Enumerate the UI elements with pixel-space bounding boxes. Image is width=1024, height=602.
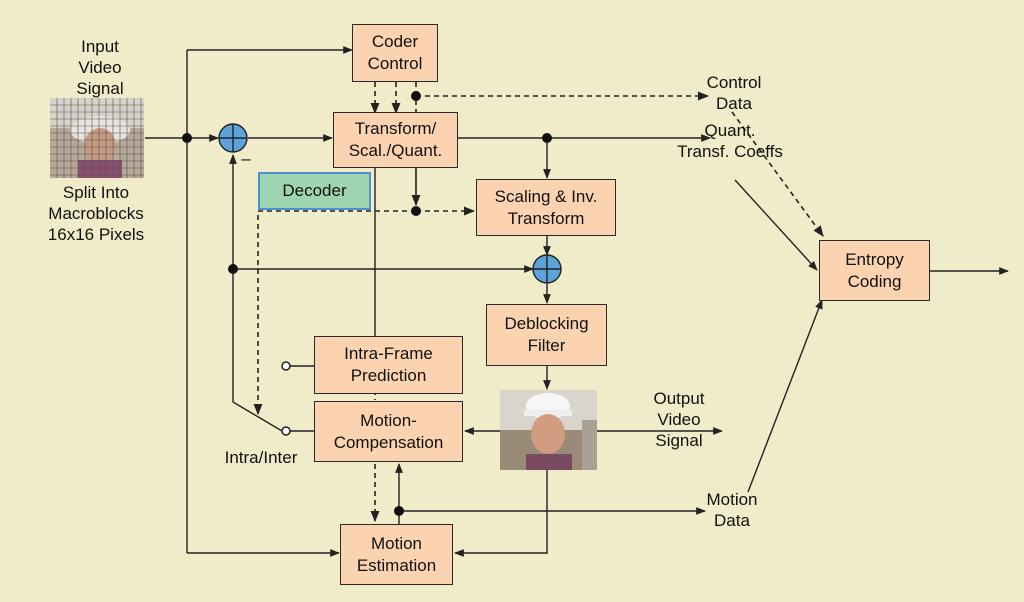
junction-feedback — [228, 264, 238, 274]
junction-decoder — [411, 206, 421, 216]
dash-to-switch — [253, 210, 416, 416]
coder-control-block: Coder Control — [352, 24, 438, 82]
summing-node-icon — [218, 123, 248, 153]
dash-control-to-entropy — [731, 111, 824, 237]
wire-prediction-feedback — [229, 154, 283, 432]
hard-hat-worker-image — [500, 390, 597, 470]
decoder-block: Decoder — [258, 172, 371, 210]
intra-frame-prediction-block: Intra-Frame Prediction — [314, 336, 463, 394]
control-data-label: Control Data — [706, 73, 762, 113]
intra-inter-label: Intra/Inter — [224, 448, 298, 467]
face-macroblock-grid-image — [50, 98, 144, 178]
junction-coeffs — [542, 133, 552, 143]
wire-coeffs-to-entropy — [734, 179, 818, 271]
output-video-signal-label: Output Video Signal — [653, 389, 705, 450]
switch-terminal-icon — [281, 361, 291, 371]
junction-input — [182, 133, 192, 143]
summing-node-icon — [532, 254, 562, 284]
minus-sign-label: – — [241, 149, 251, 168]
input-video-signal-label: Input Video Signal — [76, 37, 124, 98]
deblocking-filter-block: Deblocking Filter — [486, 304, 607, 366]
quant-transf-coeffs-label: Quant. Transf. Coeffs — [677, 121, 783, 161]
entropy-coding-block: Entropy Coding — [819, 240, 930, 301]
motion-data-label: Motion Data — [706, 490, 758, 530]
split-into-macroblocks-label: Split Into Macroblocks 16x16 Pixels — [47, 183, 145, 244]
motion-estimation-block: Motion Estimation — [340, 524, 453, 585]
junction-control — [411, 91, 421, 101]
motion-compensation-block: Motion- Compensation — [314, 401, 463, 462]
wire-frame-to-motion-est — [454, 470, 548, 557]
switch-terminal-icon — [281, 426, 291, 436]
transform-block: Transform/ Scal./Quant. — [333, 112, 458, 168]
junction-motion — [394, 506, 404, 516]
scaling-inverse-transform-block: Scaling & Inv. Transform — [476, 179, 616, 236]
wire-motion-to-entropy — [747, 299, 823, 493]
